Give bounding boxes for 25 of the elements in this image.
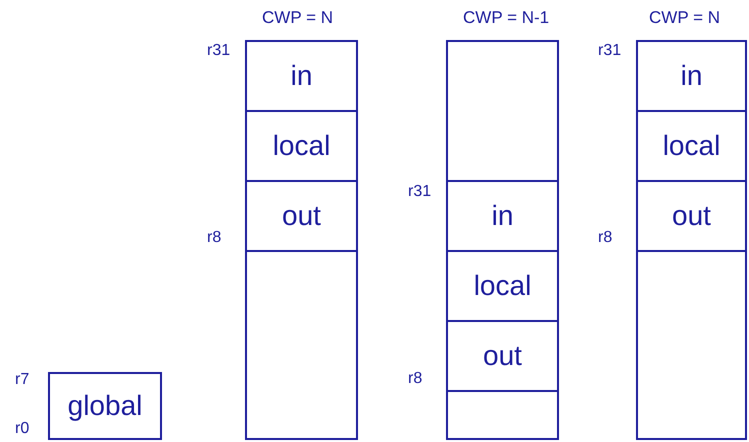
empty-register-cell (636, 250, 747, 440)
register-cell: local (636, 110, 747, 182)
window-header: CWP = N-1 (463, 8, 550, 28)
register-number: r7 (15, 371, 30, 389)
register-number: r0 (15, 420, 30, 438)
empty-register-cell (446, 40, 559, 182)
empty-register-cell (446, 390, 559, 440)
register-number: r31 (207, 42, 230, 60)
register-cell: out (636, 180, 747, 252)
register-cell: in (636, 40, 747, 112)
window-header: CWP = N (649, 8, 720, 28)
register-number: r8 (408, 370, 422, 388)
register-cell: in (446, 180, 559, 252)
empty-register-cell (245, 250, 358, 440)
register-number: r8 (207, 229, 222, 247)
register-cell: out (446, 320, 559, 392)
register-cell: in (245, 40, 358, 112)
register-cell: local (446, 250, 559, 322)
register-cell: local (245, 110, 358, 182)
register-number: r31 (408, 183, 432, 201)
register-number: r31 (598, 42, 622, 60)
window-header: CWP = N (262, 8, 334, 28)
register-number: r8 (598, 229, 612, 247)
register-cell: global (48, 372, 162, 440)
register-cell: out (245, 180, 358, 252)
